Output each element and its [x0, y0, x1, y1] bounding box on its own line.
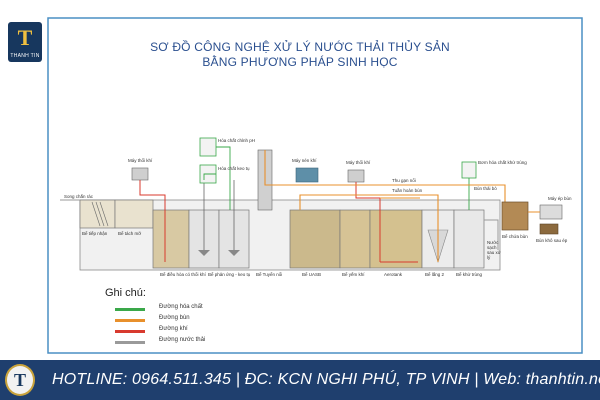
label-chem-ph: Hóa chất chỉnh pH: [218, 138, 256, 143]
tank-label-receiving: Bể tiếp nhận: [82, 231, 108, 236]
tank-label-uasb: Bể UASB: [302, 272, 322, 277]
legend-label-wastewater: Đường nước thải: [159, 337, 206, 343]
tank-label-anoxic: Bể yếm khí: [342, 272, 365, 277]
tank-label-sludge: Bể chứa bùn: [502, 234, 528, 239]
legend-swatch-sludge: [115, 319, 145, 322]
sludge-lines: [264, 150, 506, 262]
chem-tank-ph: [199, 137, 217, 157]
chem-tank-disinfect: [461, 161, 477, 179]
label-outlet: Nước sạch sau xử lý: [487, 240, 501, 260]
label-belt-press: Máy ép bùn: [548, 196, 572, 201]
legend-item-air: Đường khí: [115, 326, 335, 336]
logo-glyph: T: [17, 25, 33, 50]
label-sludge-return: Thu gạn nổi: [392, 178, 416, 183]
screen-bars: [91, 201, 109, 227]
air-compressor: [295, 167, 319, 183]
label-dosing-pump: Bơm hóa chất khử trùng: [478, 160, 527, 165]
legend-item-chemical: Đường hóa chất: [115, 304, 335, 314]
diagram-title-line2: BẰNG PHƯƠNG PHÁP SINH HỌC: [202, 55, 398, 69]
cake-bin: [539, 223, 559, 235]
frame-border: [47, 17, 583, 354]
footer-contact-text: HOTLINE: 0964.511.345 | ĐC: KCN NGHI PHÚ…: [52, 371, 600, 388]
blower-mid: [347, 169, 365, 183]
belt-press: [539, 204, 563, 220]
tank-receiving: [79, 199, 116, 229]
tank-label-clarifier: Bể lắng 2: [425, 272, 445, 277]
label-blower-mid: Máy thổi khí: [346, 160, 371, 165]
legend-swatch-air: [115, 330, 145, 333]
legend-title: Ghi chú:: [105, 287, 146, 299]
label-circulation: Tuần hoàn bùn: [392, 188, 423, 193]
legend-item-wastewater: Đường nước thải: [115, 337, 335, 347]
legend-swatch-wastewater: [115, 341, 145, 344]
label-compressor: Máy nén khí: [292, 158, 317, 163]
air-lines: [139, 180, 418, 263]
blower-left: [131, 167, 149, 181]
tank-label-equalization: Bể điều hòa có thổi khí: [160, 272, 206, 277]
mixer-blade-2: [228, 250, 240, 256]
tank-anoxic: [339, 209, 371, 269]
label-cake-bin: Bùn khô sau ép: [536, 238, 568, 243]
tank-label-coagulation: Bể phản ứng - keo tụ: [208, 272, 251, 277]
legend-swatch-chemical: [115, 308, 145, 311]
label-sludge-excess: Bùn thải bỏ: [474, 186, 497, 191]
logo-name: THANH TIN: [10, 53, 40, 59]
tank-disinfection: [453, 209, 485, 269]
footer-logo: T: [5, 364, 35, 396]
legend-label-sludge: Đường bùn: [159, 315, 190, 321]
legend-label-air: Đường khí: [159, 326, 188, 332]
diagram-title-line1: SƠ ĐỒ CÔNG NGHỆ XỬ LÝ NƯỚC THẢI THỦY SẢN: [150, 40, 450, 54]
label-chem-floc: Hóa chất keo tụ: [218, 166, 250, 171]
tank-equalization: [152, 209, 190, 269]
tank-uasb: [289, 209, 341, 269]
label-blower-left: Máy thổi khí: [128, 158, 153, 163]
tank-label-grease: Bể tách mỡ: [118, 231, 142, 236]
tank-label-flotation: Bể Tuyển nổi: [256, 272, 283, 277]
company-logo: T THANH TIN: [8, 22, 42, 62]
legend-item-sludge: Đường bùn: [115, 315, 335, 325]
footer-banner: T HOTLINE: 0964.511.345 | ĐC: KCN NGHI P…: [0, 360, 600, 400]
chemical-lines: [203, 146, 470, 210]
tank-sludge: [501, 201, 529, 231]
wastewater-lines: [60, 199, 499, 250]
tank-aerotank: [369, 209, 423, 269]
legend-label-chemical: Đường hóa chất: [159, 304, 203, 310]
footer-logo-glyph: T: [13, 370, 26, 390]
tank-grease: [114, 199, 154, 229]
label-screen: Song chắn rác: [64, 194, 94, 199]
tank-label-disinfection: Bể khử trùng: [456, 272, 483, 277]
mixer-blade-1: [198, 250, 210, 256]
tank-label-aerotank: Aerotank: [384, 272, 403, 277]
